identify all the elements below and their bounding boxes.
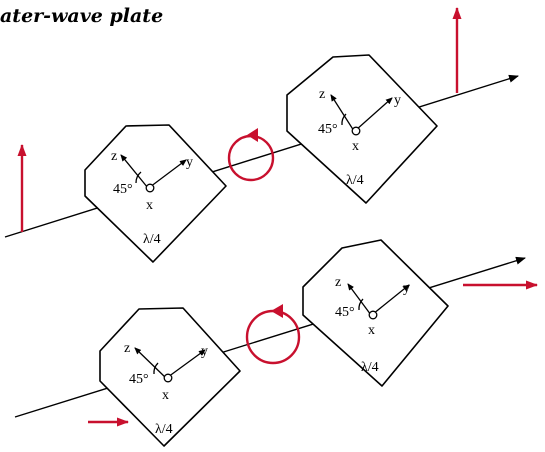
y-axis-arrow bbox=[149, 159, 187, 188]
top-diagram: z y x 45° λ/4 z y x 45° λ/4 bbox=[4, 7, 519, 263]
x-label: x bbox=[368, 323, 375, 338]
z-axis-arrow bbox=[120, 154, 149, 189]
x-axis-marker bbox=[368, 310, 378, 320]
bottom-plate-2: z y x 45° λ/4 bbox=[302, 239, 449, 387]
bottom-plate-1: z y x 45° λ/4 bbox=[99, 307, 241, 447]
angle-label: 45° bbox=[129, 372, 149, 387]
diagram-title: ater-wave plate bbox=[0, 5, 163, 27]
x-axis-marker bbox=[351, 126, 361, 136]
circular-polarization-circle bbox=[227, 134, 275, 182]
top-plate-2: z y x 45° λ/4 bbox=[286, 54, 438, 204]
y-label: y bbox=[186, 155, 193, 170]
z-axis-arrow bbox=[134, 347, 167, 379]
plate-label: λ/4 bbox=[143, 232, 161, 247]
x-label: x bbox=[146, 198, 153, 213]
x-axis-marker bbox=[145, 183, 155, 193]
top-beam-arrow bbox=[4, 74, 519, 238]
bottom-circular-polarization bbox=[245, 304, 301, 365]
z-label: z bbox=[319, 87, 325, 102]
top-circular-polarization bbox=[227, 128, 275, 182]
x-label: x bbox=[352, 139, 359, 154]
circular-polarization-arrowhead bbox=[271, 304, 283, 318]
angle-arc bbox=[135, 171, 142, 184]
y-label: y bbox=[394, 93, 401, 108]
angle-arc bbox=[358, 298, 364, 311]
z-label: z bbox=[335, 275, 341, 290]
circular-polarization-arrowhead bbox=[247, 128, 258, 142]
x-label: x bbox=[162, 388, 169, 403]
z-axis-arrow bbox=[330, 94, 355, 132]
y-axis-arrow bbox=[372, 284, 410, 315]
plate-label: λ/4 bbox=[155, 422, 173, 437]
y-axis-arrow bbox=[355, 97, 393, 131]
z-axis-arrow bbox=[347, 283, 372, 316]
plate-label: λ/4 bbox=[361, 360, 379, 375]
y-label: y bbox=[403, 281, 410, 296]
plate-outline bbox=[286, 54, 438, 204]
z-label: z bbox=[111, 149, 117, 164]
angle-label: 45° bbox=[113, 182, 133, 197]
angle-arc bbox=[153, 362, 159, 375]
y-label: y bbox=[201, 344, 208, 359]
top-plate-1: z y x 45° λ/4 bbox=[84, 124, 227, 263]
angle-arc bbox=[341, 113, 347, 126]
angle-label: 45° bbox=[318, 122, 338, 137]
angle-label: 45° bbox=[335, 305, 355, 320]
z-label: z bbox=[124, 341, 130, 356]
bottom-beam-arrow bbox=[14, 256, 526, 418]
x-axis-marker bbox=[163, 373, 173, 383]
bottom-diagram: z y x 45° λ/4 z y x 45° λ/4 bbox=[14, 239, 538, 447]
y-axis-arrow bbox=[167, 349, 206, 378]
plate-label: λ/4 bbox=[346, 173, 364, 188]
plate-outline bbox=[84, 124, 227, 263]
